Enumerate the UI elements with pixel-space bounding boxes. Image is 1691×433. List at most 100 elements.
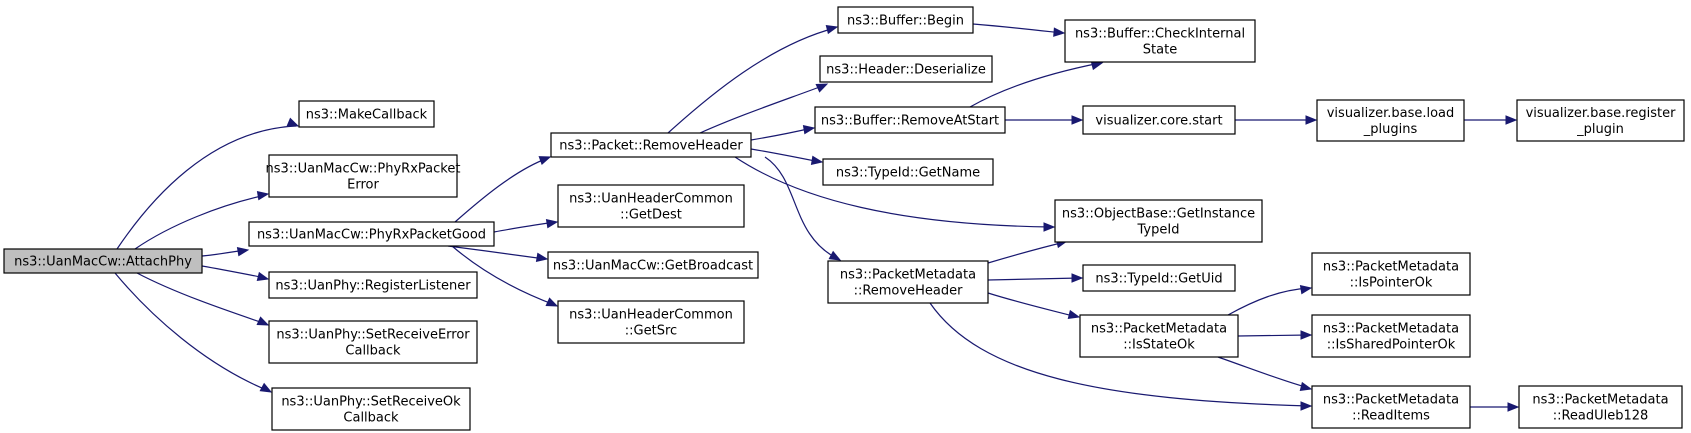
edge-line [134,194,267,250]
edge-metaremoveheader-to-getinstancetypeid [987,238,1069,264]
arrowhead [815,83,829,93]
edge-line [972,23,1063,34]
edge-packetremoveheader-to-getinstancetypeid [734,156,1056,232]
node-bufferremoveatstart[interactable]: ns3::Buffer::RemoveAtStart [814,106,1006,134]
node-label: ::IsPointerOk [1350,276,1433,291]
node-box[interactable] [248,221,495,247]
node-visualizerstart[interactable]: visualizer.core.start [1082,105,1236,135]
node-box[interactable] [1516,99,1685,142]
node-isstateok[interactable]: ns3::PacketMetadata::IsStateOk [1079,314,1239,358]
node-label: ns3::MakeCallback [306,108,428,123]
node-packetremoveheader[interactable]: ns3::Packet::RemoveHeader [550,132,752,158]
node-ispointerok[interactable]: ns3::PacketMetadata::IsPointerOk [1311,252,1471,296]
edge-phyrxpacketgood-to-getsrc [451,245,559,307]
node-phyrxpacketgood[interactable]: ns3::UanMacCw::PhyRxPacketGood [248,221,495,247]
arrowhead [538,156,552,166]
edge-packetremoveheader-to-bufferremoveatstart [750,125,816,141]
node-box[interactable] [819,55,993,83]
node-registerlistener[interactable]: ns3::UanPhy::RegisterListener [268,271,478,299]
edge-isstateok-to-ispointerok [1227,285,1313,316]
node-getsrc[interactable]: ns3::UanHeaderCommon::GetSrc [557,300,745,344]
arrowhead [256,316,270,326]
node-box[interactable] [271,387,471,431]
node-box[interactable] [814,106,1006,134]
arrowhead [259,382,273,393]
node-attachphy[interactable]: ns3::UanMacCw::AttachPhy [3,248,203,274]
node-typeidgetname[interactable]: ns3::TypeId::GetName [822,158,994,186]
node-label: ns3::PacketMetadata [1532,393,1668,408]
arrowhead [545,219,559,229]
node-label: ns3::UanPhy::SetReceiveError [276,328,470,343]
node-box[interactable] [1064,19,1256,63]
edge-metaremoveheader-to-isstateok [987,292,1081,320]
node-box[interactable] [557,184,745,228]
node-box[interactable] [1054,199,1263,243]
node-label: ns3::Buffer::CheckInternal [1075,27,1245,42]
node-box[interactable] [1311,252,1471,296]
node-label: ns3::Buffer::RemoveAtStart [821,114,999,129]
node-box[interactable] [1518,385,1683,429]
node-box[interactable] [1079,314,1239,358]
edge-loadplugins-to-registerplugin [1464,115,1518,125]
node-label: visualizer.base.register [1526,106,1677,121]
arrowhead [1053,27,1066,37]
edge-isstateok-to-readitems [1217,356,1313,392]
edge-line [987,277,1081,281]
edge-line [116,125,297,250]
arrowhead [1507,402,1520,412]
node-box[interactable] [268,271,478,299]
node-box[interactable] [268,320,478,364]
edge-line [764,156,839,260]
arrowhead [1300,401,1313,411]
node-metaremoveheader[interactable]: ns3::PacketMetadata::RemoveHeader [827,260,989,304]
node-box[interactable] [268,154,458,198]
node-box[interactable] [837,6,974,34]
node-box[interactable] [557,300,745,344]
node-bufferbegin[interactable]: ns3::Buffer::Begin [837,6,974,34]
node-label: ns3::ObjectBase::GetInstance [1062,207,1255,222]
edge-line [750,148,821,163]
node-readuleb128[interactable]: ns3::PacketMetadata::ReadUleb128 [1518,385,1683,429]
arrowhead [1505,115,1518,125]
edge-packetremoveheader-to-typeidgetname [750,148,824,165]
node-box[interactable] [1311,385,1471,429]
node-makecallback[interactable]: ns3::MakeCallback [298,100,435,128]
node-label: ::IsSharedPointerOk [1327,338,1456,353]
node-box[interactable] [822,158,994,186]
node-label: ns3::Packet::RemoveHeader [559,139,743,154]
node-box[interactable] [547,251,759,279]
node-box[interactable] [298,100,435,128]
arrowhead [1299,285,1313,295]
node-loadplugins[interactable]: visualizer.base.load_plugins [1316,99,1465,142]
node-registerplugin[interactable]: visualizer.base.register_plugin [1516,99,1685,142]
edge-line [987,292,1078,318]
node-box[interactable] [827,260,989,304]
node-typeidgetuid[interactable]: ns3::TypeId::GetUid [1082,264,1236,292]
node-box[interactable] [3,248,203,274]
node-label: ns3::TypeId::GetUid [1095,272,1222,287]
edge-attachphy-to-phyrxpacketerror [134,191,270,250]
arrowhead [1071,273,1084,283]
node-label: _plugins [1363,122,1418,137]
node-issharedpointerok[interactable]: ns3::PacketMetadata::IsSharedPointerOk [1311,314,1471,358]
node-label: ns3::Header::Deserialize [826,63,986,78]
node-box[interactable] [1082,264,1236,292]
node-label: ns3::UanPhy::RegisterListener [275,279,471,294]
node-box[interactable] [1316,99,1465,142]
node-label: ns3::TypeId::GetName [836,166,980,181]
node-headerdeserialize[interactable]: ns3::Header::Deserialize [819,55,993,83]
edge-line [699,84,826,134]
node-readitems[interactable]: ns3::PacketMetadata::ReadItems [1311,385,1471,429]
arrowhead [802,125,816,135]
node-box[interactable] [1082,105,1236,135]
node-box[interactable] [1311,314,1471,358]
node-getbroadcast[interactable]: ns3::UanMacCw::GetBroadcast [547,251,759,279]
node-getdest[interactable]: ns3::UanHeaderCommon::GetDest [557,184,745,228]
node-box[interactable] [550,132,752,158]
edge-phyrxpacketgood-to-getdest [493,219,559,233]
